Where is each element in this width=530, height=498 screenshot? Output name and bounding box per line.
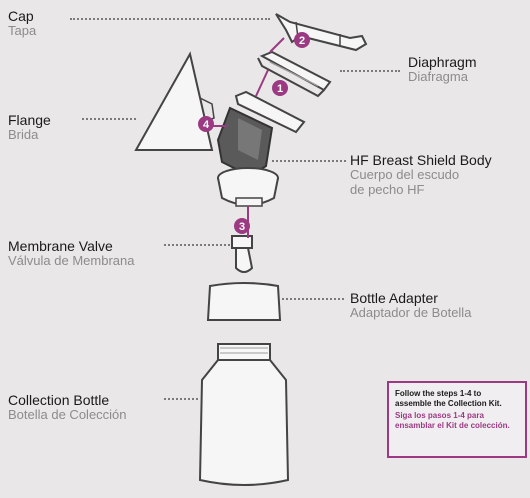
step-badge-4: 4 [198, 116, 214, 132]
instruction-es: Siga los pasos 1-4 para ensamblar el Kit… [395, 411, 519, 430]
label-collection-bottle-es: Botella de Colección [8, 408, 127, 423]
label-membrane-valve: Membrane Valve Válvula de Membrana [8, 238, 134, 269]
label-collection-bottle: Collection Bottle Botella de Colección [8, 392, 127, 423]
label-membrane-valve-en: Membrane Valve [8, 238, 134, 254]
svg-text:2: 2 [299, 35, 305, 47]
label-shield-body-en: HF Breast Shield Body [350, 152, 492, 168]
label-collection-bottle-en: Collection Bottle [8, 392, 127, 408]
label-bottle-adapter-es: Adaptador de Botella [350, 306, 471, 321]
leader-bottle-adapter [282, 298, 344, 300]
bottle-adapter-part [208, 283, 280, 320]
label-shield-body-es-1: Cuerpo del escudo [350, 168, 492, 183]
label-bottle-adapter-en: Bottle Adapter [350, 290, 471, 306]
leader-cap [70, 18, 270, 20]
collection-bottle-part [200, 344, 288, 485]
svg-text:1: 1 [277, 83, 283, 95]
label-bottle-adapter: Bottle Adapter Adaptador de Botella [350, 290, 471, 321]
diaphragm-part [258, 52, 330, 96]
leader-flange [82, 118, 136, 120]
leader-shield-body [272, 160, 346, 162]
label-flange-en: Flange [8, 112, 51, 128]
label-cap-en: Cap [8, 8, 36, 24]
instruction-en: Follow the steps 1-4 to assemble the Col… [395, 389, 519, 408]
label-flange-es: Brida [8, 128, 51, 143]
label-diaphragm-es: Diafragma [408, 70, 476, 85]
step-badge-1: 1 [272, 80, 288, 96]
membrane-valve-part [232, 236, 252, 272]
label-shield-body-es-2: de pecho HF [350, 183, 492, 198]
label-membrane-valve-es: Válvula de Membrana [8, 254, 134, 269]
leader-diaphragm [340, 70, 400, 72]
flange-part [136, 54, 214, 150]
label-diaphragm: Diaphragm Diafragma [408, 54, 476, 85]
step-badge-2: 2 [294, 32, 310, 48]
instruction-callout: Follow the steps 1-4 to assemble the Col… [387, 381, 527, 458]
label-cap-es: Tapa [8, 24, 36, 39]
label-flange: Flange Brida [8, 112, 51, 143]
label-diaphragm-en: Diaphragm [408, 54, 476, 70]
leader-collection-bottle [164, 398, 198, 400]
svg-text:4: 4 [203, 119, 210, 131]
leader-membrane-valve [164, 244, 230, 246]
step-badge-3: 3 [234, 218, 250, 234]
svg-text:3: 3 [239, 221, 245, 233]
label-cap: Cap Tapa [8, 8, 36, 39]
shield-body-part [218, 92, 304, 206]
cap-part [276, 14, 366, 50]
label-shield-body: HF Breast Shield Body Cuerpo del escudo … [350, 152, 492, 198]
